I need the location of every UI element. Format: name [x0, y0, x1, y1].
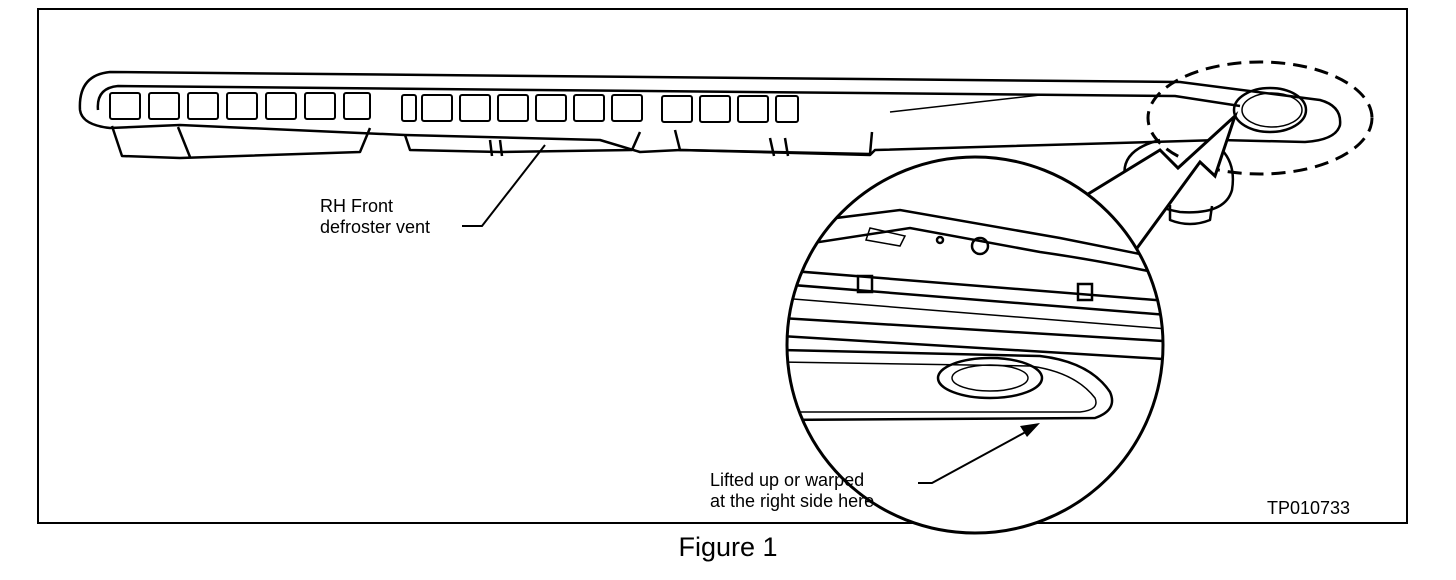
callout-label-line2: at the right side here — [710, 491, 875, 511]
detail-magnifier — [785, 155, 1165, 535]
vent-body — [78, 70, 1342, 226]
vent-leader-line — [462, 144, 546, 227]
vent-label-line2: defroster vent — [320, 217, 431, 237]
callout-arrowhead — [1020, 423, 1040, 437]
figure-code: TP010733 — [1267, 498, 1351, 518]
vent-label-line1: RH Front — [320, 196, 394, 216]
highlight-ellipse — [1146, 60, 1374, 176]
figure-caption: Figure 1 — [678, 532, 778, 562]
callout-label-line1: Lifted up or warped — [710, 470, 865, 490]
callout-leader-line — [918, 427, 1034, 484]
figure-frame — [37, 8, 1408, 524]
